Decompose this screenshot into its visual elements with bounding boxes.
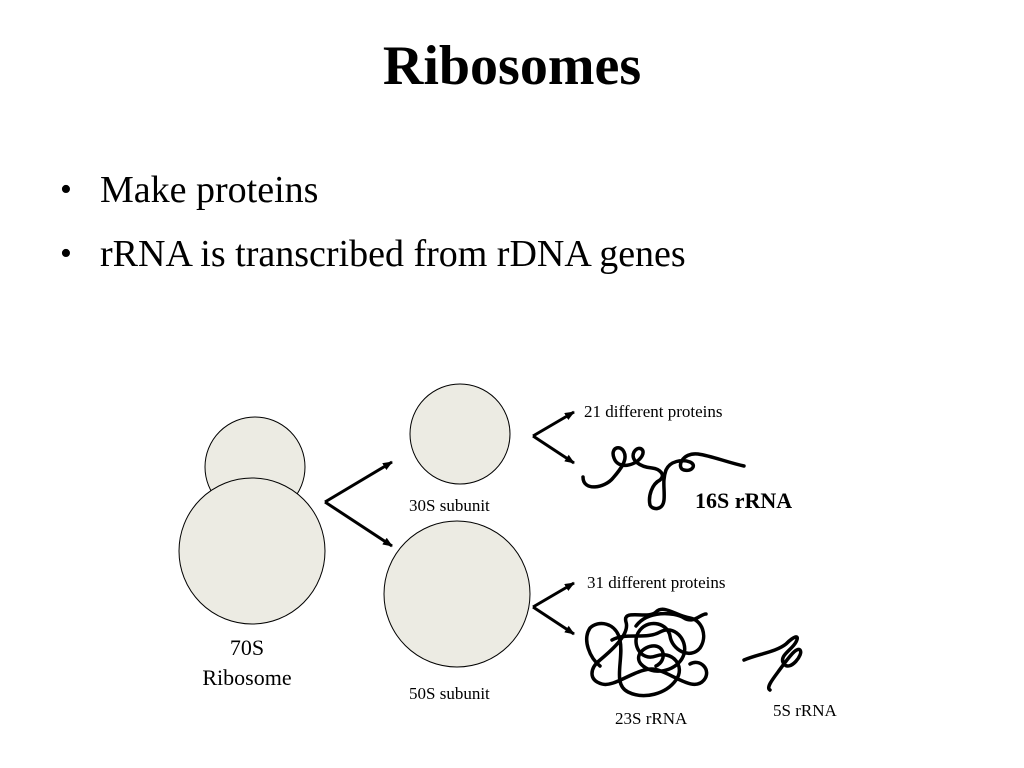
large-proteins-label: 31 different proteins [587, 573, 726, 592]
23s-rrna-label: 23S rRNA [615, 709, 688, 728]
23s-rrna-strand [585, 607, 709, 698]
small-subunit-label: 30S subunit [409, 496, 490, 515]
16s-rrna-strand [581, 446, 746, 511]
bullet-item: • rRNA is transcribed from rDNA genes [60, 222, 686, 286]
large-subunit-sphere [383, 520, 531, 668]
bullet-text: rRNA is transcribed from rDNA genes [100, 233, 686, 275]
23s-rrna-strand [634, 611, 708, 628]
small-proteins-label: 21 different proteins [584, 402, 723, 421]
ribosome-label-line2: Ribosome [202, 665, 292, 690]
bullet-text: Make proteins [100, 169, 319, 211]
16s-rrna-label: 16S rRNA [695, 488, 793, 513]
5s-rrna-label: 5S rRNA [773, 701, 837, 720]
small-rrna-arrow [532, 434, 575, 465]
ribosome-label: 70S Ribosome [190, 633, 304, 693]
bullet-item: • Make proteins [60, 158, 686, 222]
split-arrow-down [324, 500, 393, 548]
23s-rrna-strand [610, 628, 687, 673]
small-proteins-arrow [532, 410, 575, 438]
5s-rrna-strand [742, 635, 803, 692]
ribosome-label-line1: 70S [229, 635, 265, 660]
split-arrow-up [324, 460, 393, 504]
bullet-icon: • [60, 235, 72, 272]
large-subunit-label: 50S subunit [409, 684, 490, 703]
slide-title: Ribosomes [382, 35, 642, 97]
ribosome-large-sphere [178, 477, 326, 625]
bullet-list: • Make proteins • rRNA is transcribed fr… [60, 158, 686, 286]
large-proteins-arrow [532, 581, 575, 609]
small-subunit-sphere [409, 383, 511, 485]
large-rrna-arrow [532, 605, 575, 636]
bullet-icon: • [60, 171, 72, 208]
